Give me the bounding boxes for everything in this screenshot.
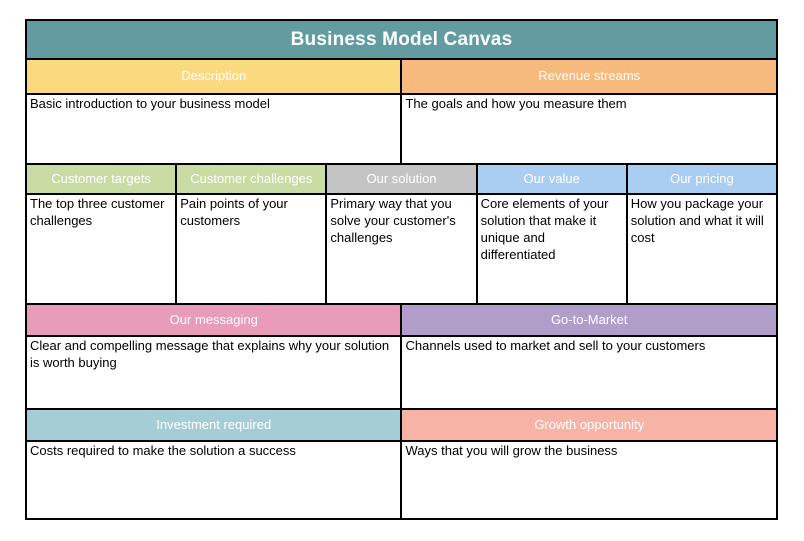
section-header-our-solution: Our solution bbox=[327, 165, 476, 193]
section-body-our-messaging: Clear and compelling message that explai… bbox=[27, 337, 401, 408]
section-header-revenue-streams: Revenue streams bbox=[402, 60, 776, 93]
section-header-our-value: Our value bbox=[477, 165, 626, 193]
section-body-our-value: Core elements of your solution that make… bbox=[477, 195, 626, 303]
section-body-customer-challenges: Pain points of your customers bbox=[177, 195, 326, 303]
section-body-revenue-streams: The goals and how you measure them bbox=[402, 95, 776, 163]
section-header-investment-required: Investment required bbox=[27, 410, 401, 440]
section-body-description: Basic introduction to your business mode… bbox=[27, 95, 401, 163]
section-body-growth-opportunity: Ways that you will grow the business bbox=[402, 442, 776, 518]
section-body-customer-targets: The top three customer challenges bbox=[27, 195, 176, 303]
section-header-our-pricing: Our pricing bbox=[627, 165, 776, 193]
section-body-go-to-market: Channels used to market and sell to your… bbox=[402, 337, 776, 408]
section-header-description: Description bbox=[27, 60, 401, 93]
section-header-growth-opportunity: Growth opportunity bbox=[402, 410, 776, 440]
canvas-title: Business Model Canvas bbox=[27, 21, 776, 58]
section-header-our-messaging: Our messaging bbox=[27, 305, 401, 335]
business-model-canvas: Business Model Canvas Description Revenu… bbox=[25, 19, 778, 520]
section-header-go-to-market: Go-to-Market bbox=[402, 305, 776, 335]
section-body-our-pricing: How you package your solution and what i… bbox=[627, 195, 776, 303]
section-header-customer-challenges: Customer challenges bbox=[177, 165, 326, 193]
section-body-our-solution: Primary way that you solve your customer… bbox=[327, 195, 476, 303]
section-body-investment-required: Costs required to make the solution a su… bbox=[27, 442, 401, 518]
section-header-customer-targets: Customer targets bbox=[27, 165, 176, 193]
